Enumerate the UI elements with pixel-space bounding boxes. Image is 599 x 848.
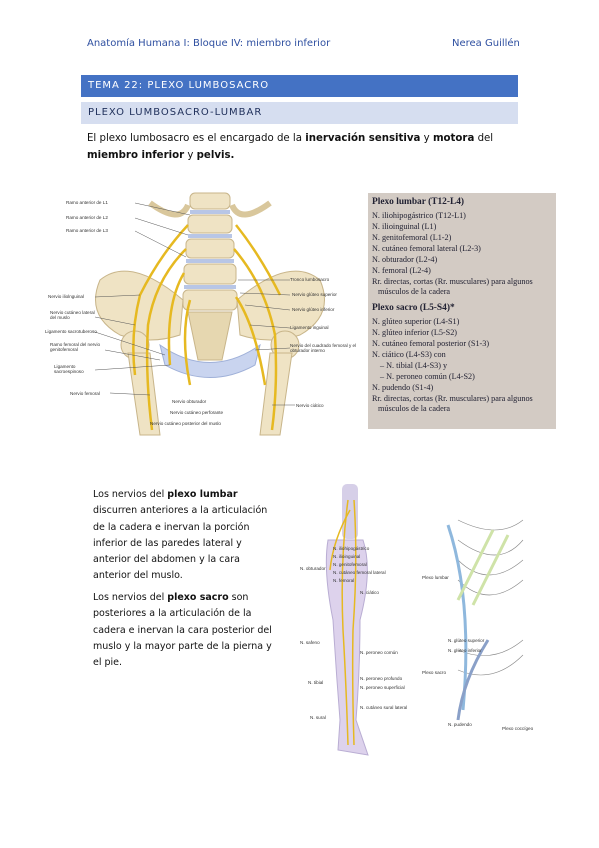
leg-innervation-illustration: N. iliohipogástrico N. ilioinguinal N. g… <box>298 480 556 765</box>
fig2-label: N. femoral <box>333 578 355 583</box>
header-author: Nerea Guillén <box>452 38 520 49</box>
table-item: músculos de la cadera <box>378 287 451 296</box>
fig2-label: Plexo coccígeo <box>502 726 534 731</box>
fig1-label: Nervio femoral <box>70 391 100 396</box>
fig1-label: Nervio del cuadrado femoral y el obturad… <box>290 343 357 353</box>
table-item: N. glúteo inferior (L5-S2) <box>372 328 458 337</box>
fig2-label: N. pudendo <box>448 722 472 727</box>
table-item: N. femoral (L2-4) <box>372 266 431 275</box>
table-title-lumbar: Plexo lumbar (T12-L4) <box>372 197 465 207</box>
intro-text: y <box>420 133 433 144</box>
para-bold: plexo lumbar <box>167 489 238 500</box>
fig2-label: N. ciático <box>360 590 379 595</box>
fig2-label: N. cutáneo sural lateral <box>360 705 408 710</box>
fig2-label: N. genitofemoral <box>333 562 367 567</box>
fig1-label: Ramo anterior de L3 <box>66 228 108 233</box>
intro-text: del <box>474 133 494 144</box>
fig1-label: Nervio glúteo inferior <box>292 307 335 312</box>
fig2-label: N. iliohipogástrico <box>333 546 370 551</box>
fig1-label: Nervio cutáneo perforante <box>170 410 224 415</box>
plexus-anterior-illustration: Ramo anterior de L1 Ramo anterior de L2 … <box>40 185 362 440</box>
fig2-label: N. tibial <box>308 680 324 685</box>
para-text: Los nervios del <box>93 489 168 500</box>
intro-paragraph: El plexo lumbosacro es el encargado de l… <box>87 130 517 164</box>
fig2-label: N. peroneo profundo <box>360 676 403 681</box>
section-band: PLEXO LUMBOSACRO-LUMBAR <box>81 102 518 124</box>
intro-bold: pelvis. <box>196 150 235 161</box>
fig2-label: N. obturador <box>300 566 326 571</box>
fig1-label: Ligamento sacroespinoso <box>54 364 84 374</box>
para-bold: plexo sacro <box>167 592 229 603</box>
table-title-sacro: Plexo sacro (L5-S4)* <box>372 303 455 313</box>
header-course: Anatomía Humana I: Bloque IV: miembro in… <box>87 38 331 49</box>
fig1-label: Tronco lumbosacro <box>290 277 330 282</box>
title-band-text: TEMA 22: PLEXO LUMBOSACRO <box>88 80 270 91</box>
intro-bold: miembro inferior <box>87 150 185 161</box>
paragraph-lumbar: Los nervios del plexo lumbar discurren a… <box>93 487 273 585</box>
table-item: N. ilioinguinal (L1) <box>372 222 437 231</box>
table-item: – N. tibial (L4-S3) y <box>380 361 448 370</box>
table-item: Rr. directas, cortas (Rr. musculares) pa… <box>372 394 533 403</box>
intro-bold: inervación sensitiva <box>305 133 421 144</box>
fig2-label: N. cutáneo femoral lateral <box>333 570 386 575</box>
table-item: N. glúteo superior (L4-S1) <box>372 317 460 326</box>
intro-bold: motora <box>432 133 475 144</box>
fig1-label: Nervio iliolnguinal <box>48 294 85 299</box>
table-item: – N. peroneo común (L4-S2) <box>380 372 475 381</box>
leg-diagram <box>325 484 524 756</box>
fig1-label: Ramo anterior de L1 <box>66 200 108 205</box>
fig1-label: Ramo anterior de L2 <box>66 215 108 220</box>
table-item: N. ciático (L4-S3) con <box>372 350 446 359</box>
para-text: discurren anteriores a la articulación d… <box>93 505 268 582</box>
fig2-label: N. sural <box>310 715 326 720</box>
fig1-label: Nervio obturador <box>172 399 207 404</box>
fig2-label: N. ilioinguinal <box>333 554 361 559</box>
fig1-label: Ligamento sacrotuberoso <box>45 329 97 334</box>
plexus-nerve-table: Plexo lumbar (T12-L4) N. iliohipogástric… <box>368 193 556 429</box>
pelvis-illustration <box>94 192 325 436</box>
fig1-label: Nervio cutáneo lateral del muslo <box>50 310 95 320</box>
table-item: N. obturador (L2-4) <box>372 255 438 264</box>
table-item: N. iliohipogástrico (T12-L1) <box>372 211 466 220</box>
intro-text: El plexo lumbosacro es el encargado de l… <box>87 133 306 144</box>
fig2-label: N. peroneo común <box>360 650 398 655</box>
fig1-label: Ramo femoral del nervio genitofemoral <box>50 342 101 352</box>
fig2-label: Plexo sacro <box>422 670 447 675</box>
table-item: N. cutáneo femoral lateral (L2-3) <box>372 244 481 253</box>
fig1-label: Nervio cutáneo posterior del muslo <box>150 421 221 426</box>
section-band-text: PLEXO LUMBOSACRO-LUMBAR <box>88 107 263 118</box>
fig2-label: N. peroneo superficial <box>360 685 405 690</box>
paragraph-sacro: Los nervios del plexo sacro son posterio… <box>93 590 273 671</box>
para-text: son posteriores a la articulación de la … <box>93 592 272 669</box>
fig1-label: Nervio ciático <box>296 403 324 408</box>
table-item: N. cutáneo femoral posterior (S1-3) <box>372 339 490 348</box>
title-band: TEMA 22: PLEXO LUMBOSACRO <box>81 75 518 97</box>
para-text: Los nervios del <box>93 592 168 603</box>
table-item: N. genitofemoral (L1-2) <box>372 233 452 242</box>
intro-text: y <box>184 150 197 161</box>
table-item: Rr. directas, cortas (Rr. musculares) pa… <box>372 277 533 286</box>
fig2-label: N. safeno <box>300 640 320 645</box>
fig2-label: N. glúteo inferior <box>448 648 482 653</box>
table-item: N. pudendo (S1-4) <box>372 383 434 392</box>
fig2-label: Plexo lumbar <box>422 575 449 580</box>
table-item: músculos de la cadera <box>378 404 451 413</box>
fig2-label: N. glúteo superior <box>448 638 485 643</box>
fig1-label: Ligamento inguinal <box>290 325 329 330</box>
fig1-label: Nervio glúteo superior <box>292 292 337 297</box>
